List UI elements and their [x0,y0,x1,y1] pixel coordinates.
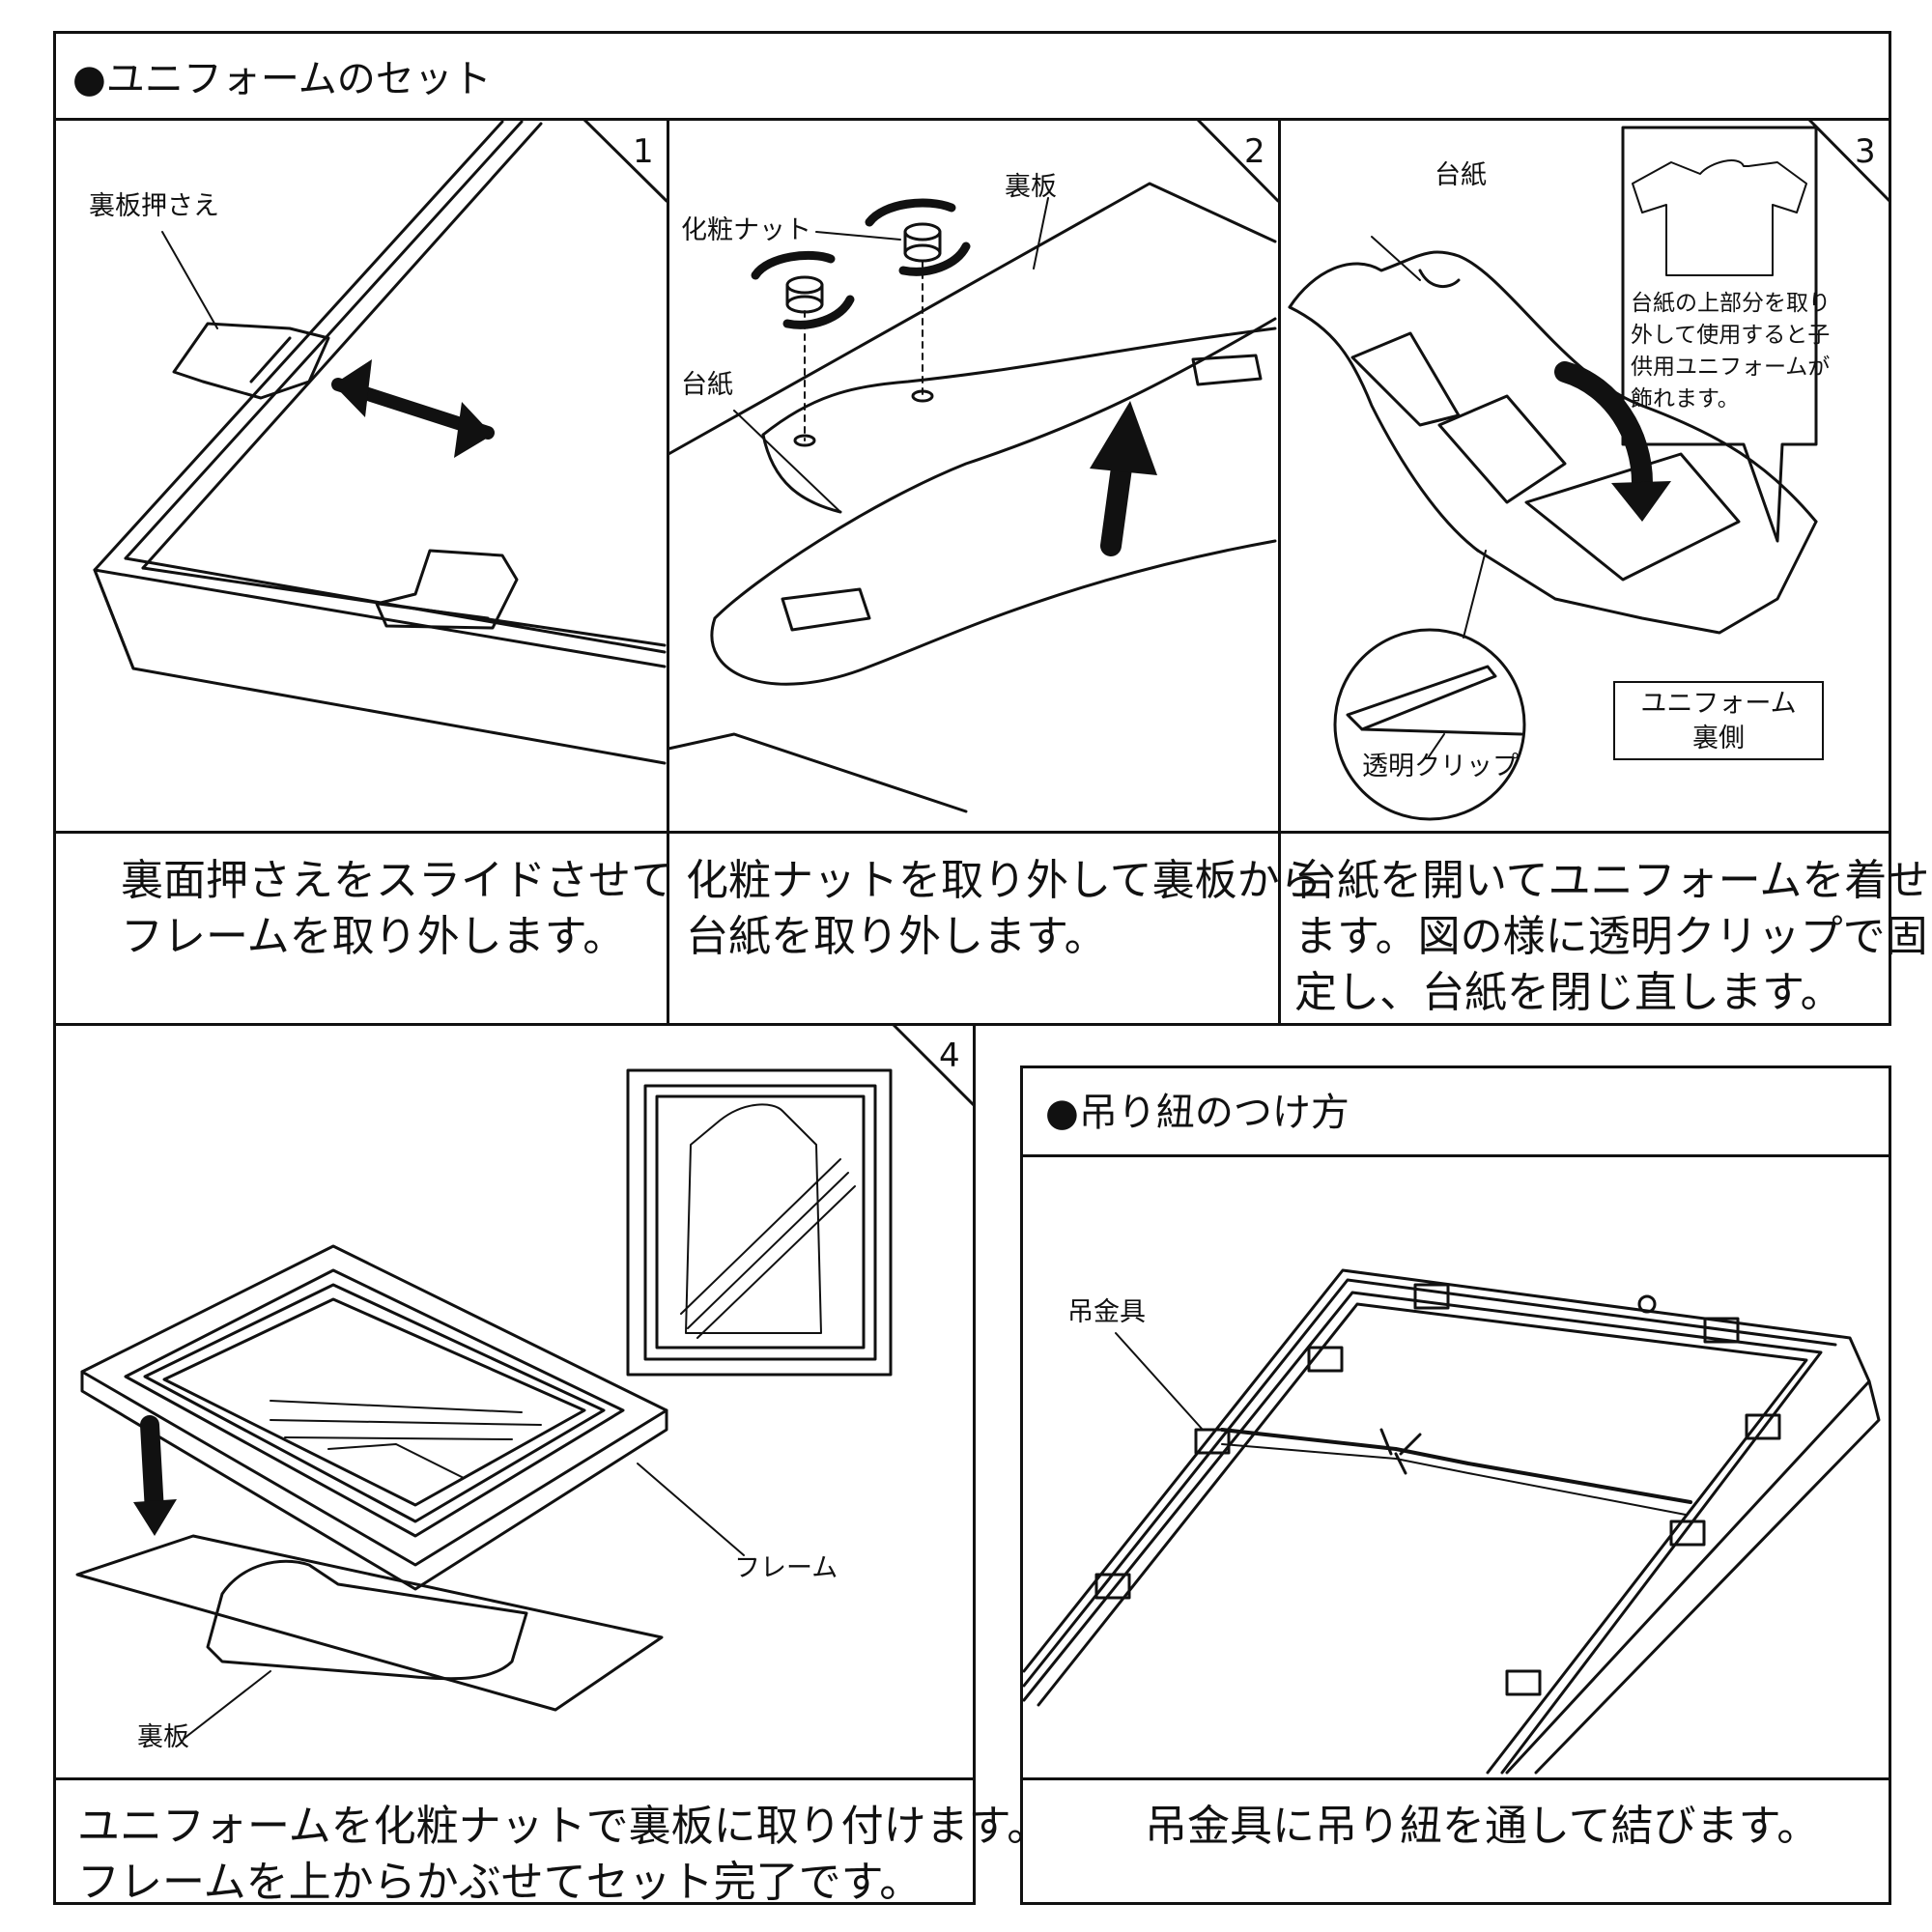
section-hanging-cord [1020,1065,1891,1905]
caption-step-1: 裏面押さえをスライドさせて フレームを取り外します。 [121,856,673,961]
note-child-uniform: 台紙の上部分を取り 外して使用すると子 供用ユニフォームが 飾れます。 [1631,291,1831,412]
caption-divider-step4 [53,1777,976,1780]
col-divider-2 [1278,118,1281,1026]
caption-hanging-cord: 吊金具に吊り紐を通して結びます。 [1145,1802,1820,1851]
label-back-board-4: 裏板 [137,1722,189,1752]
label-back-board-2: 裏板 [1005,172,1057,202]
header-divider-2 [1020,1154,1891,1157]
caption-step-2: 化粧ナットを取り外して裏板から 台紙を取り外します。 [686,856,1322,961]
section-title-hanging-cord: ●吊り紐のつけ方 [1045,1091,1350,1135]
section-uniform-set [53,31,1891,1026]
label-mount-3: 台紙 [1435,160,1487,190]
section-title-uniform-set: ●ユニフォームのセット [72,57,492,101]
label-frame-4: フレーム [734,1553,838,1583]
label-uniform-back: ユニフォーム 裏側 [1613,681,1824,760]
step-number-1: 1 [633,132,654,171]
step-number-3: 3 [1855,132,1876,171]
step-number-4: 4 [939,1037,960,1075]
label-hanger: 吊金具 [1067,1297,1146,1327]
label-decorative-nut: 化粧ナット [681,215,811,245]
col-divider-1 [667,118,669,1026]
caption-divider-2 [1020,1777,1891,1780]
label-back-press: 裏板押さえ [89,191,219,221]
header-divider [53,118,1891,121]
caption-step-4: ユニフォームを化粧ナットで裏板に取り付けます。 フレームを上からかぶせてセット完… [77,1802,1050,1907]
label-clear-clip: 透明クリップ [1362,752,1519,781]
label-mount-2: 台紙 [681,370,733,400]
caption-step-3: 台紙を開いてユニフォームを着せ ます。図の様に透明クリップで固 定し、台紙を閉じ… [1294,856,1930,1017]
caption-divider-top [53,831,1891,834]
step-number-2: 2 [1244,132,1265,171]
